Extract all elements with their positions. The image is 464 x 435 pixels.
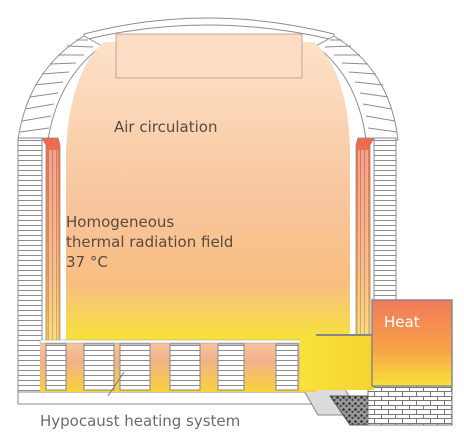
- hypocaust-caption: Hypocaust heating system: [40, 412, 241, 430]
- thermal-field-temperature: 37 °C: [66, 253, 108, 271]
- thermal-field-label-line2: thermal radiation field: [66, 233, 234, 251]
- heat-duct: [300, 334, 374, 390]
- hypocaust-pillars: [45, 343, 299, 391]
- chamber-top-vent: [115, 33, 303, 79]
- thermal-field-label-line1: Homogeneous: [66, 213, 175, 231]
- outer-wall-left: [17, 137, 43, 393]
- heat-source: [371, 299, 453, 387]
- heat-label: Heat: [384, 313, 420, 331]
- thermal-chamber: [66, 42, 350, 340]
- air-circulation-label: Air circulation: [114, 118, 218, 136]
- caption-pointer: [107, 371, 125, 397]
